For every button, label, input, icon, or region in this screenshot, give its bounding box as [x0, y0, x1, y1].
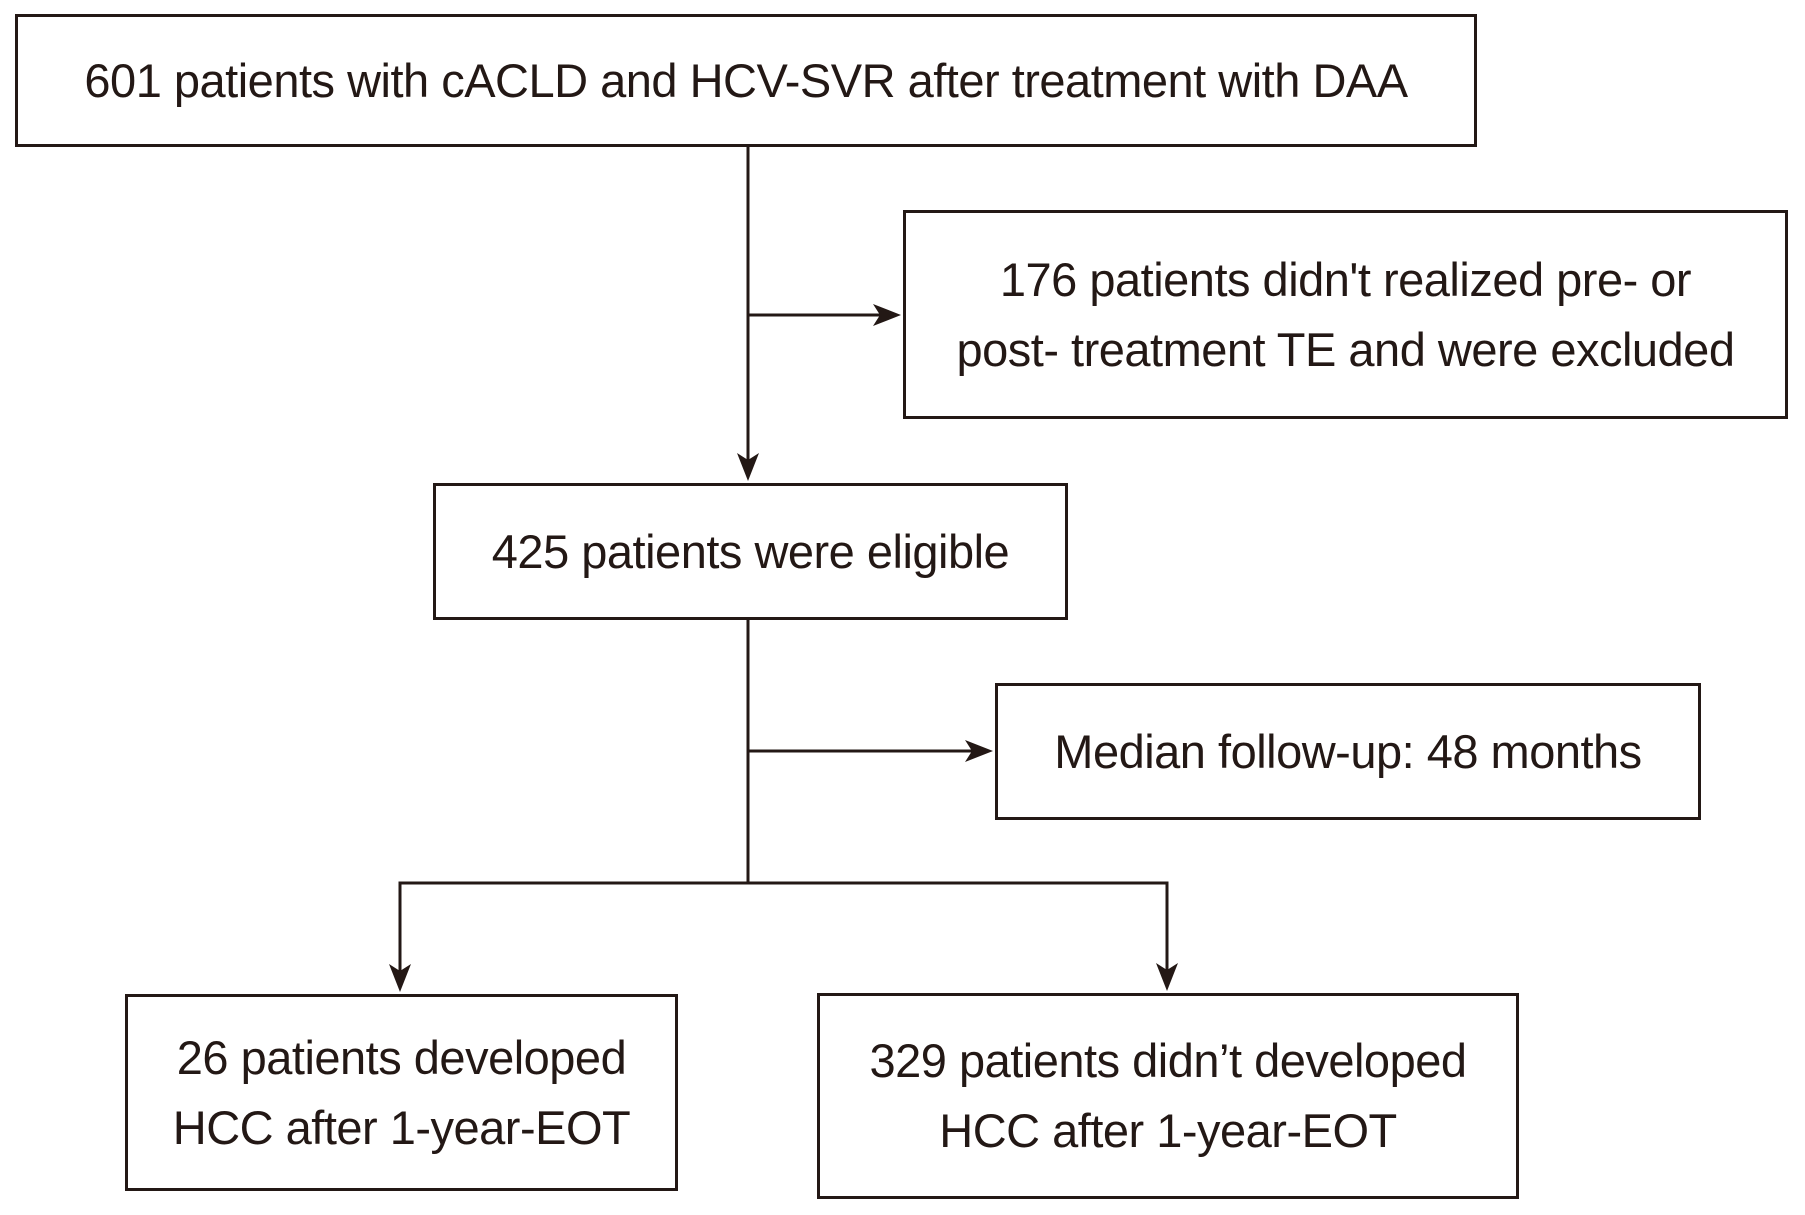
arrowhead-down-no-hcc-icon	[1156, 963, 1178, 991]
arrowhead-right-excluded-icon	[873, 304, 901, 326]
box-developed-hcc-line2: HCC after 1-year-EOT	[172, 1100, 631, 1154]
arrowhead-down-hcc-icon	[389, 964, 411, 992]
box-developed-hcc: 26 patients developed HCC after 1-year-E…	[125, 994, 678, 1191]
box-eligible-patients: 425 patients were eligible	[433, 483, 1068, 620]
box-no-hcc: 329 patients didn’t developed HCC after …	[817, 993, 1519, 1199]
box-total-patients: 601 patients with cACLD and HCV-SVR afte…	[15, 14, 1477, 147]
box-excluded-patients: 176 patients didn't realized pre- or pos…	[903, 210, 1788, 419]
box-no-hcc-line2: HCC after 1-year-EOT	[939, 1104, 1397, 1157]
box-excluded-patients-line1: 176 patients didn't realized pre- or	[999, 252, 1692, 306]
box-median-followup-label: Median follow-up: 48 months	[1054, 724, 1642, 778]
box-total-patients-label: 601 patients with cACLD and HCV-SVR afte…	[84, 53, 1408, 107]
box-developed-hcc-line1: 26 patients developed	[176, 1030, 627, 1084]
box-excluded-patients-line2: post- treatment TE and were excluded	[956, 322, 1735, 376]
arrowhead-right-median-icon	[965, 740, 993, 762]
box-median-followup: Median follow-up: 48 months	[995, 683, 1701, 820]
box-no-hcc-line1: 329 patients didn’t developed	[869, 1034, 1467, 1087]
box-eligible-patients-label: 425 patients were eligible	[491, 524, 1010, 578]
arrowhead-down-eligible-icon	[737, 453, 759, 481]
